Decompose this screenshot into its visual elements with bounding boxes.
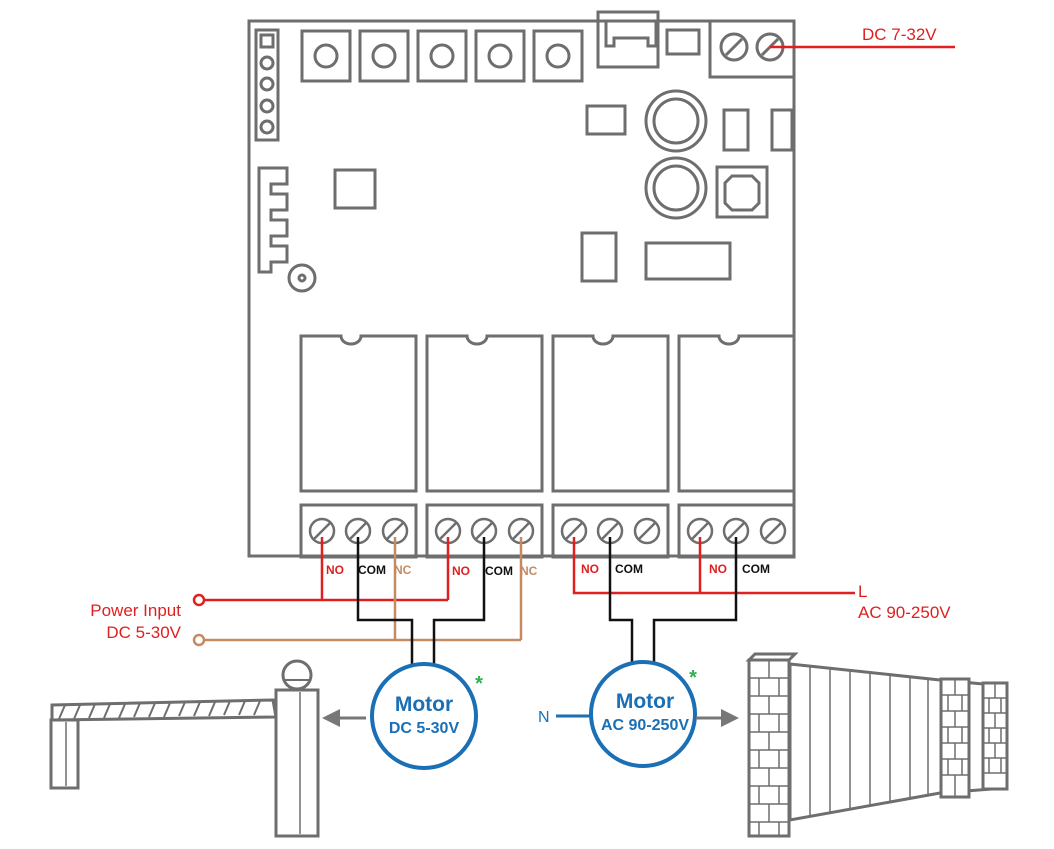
usb-connector (596, 10, 660, 69)
ac-wiring (572, 537, 855, 664)
dc-motor-circle (370, 662, 478, 770)
dc-wiring (200, 537, 523, 664)
com-label-2: COM (485, 564, 513, 578)
nc-label-2: NC (520, 564, 538, 578)
relays (299, 334, 796, 493)
arrow-left (322, 709, 366, 727)
dc-motor-asterisk: * (475, 673, 483, 695)
power-input-label: Power Input (90, 601, 181, 620)
com-label-1: COM (358, 563, 386, 577)
ac-motor-asterisk: * (689, 667, 697, 689)
board-outline (247, 19, 796, 558)
fuse (580, 231, 618, 283)
side-connector (770, 108, 794, 152)
no-label-3: NO (581, 562, 599, 576)
dc-positive-terminal (192, 593, 206, 607)
capacitor-2 (644, 156, 708, 220)
terminal-labels-dc: NO COM NC NO COM NC (326, 563, 538, 578)
ic-module (644, 241, 732, 281)
chip (585, 104, 627, 136)
sliding-gate-illustration (745, 652, 1009, 838)
push-button (715, 165, 769, 219)
terminal-screws (308, 517, 787, 545)
pin-header (254, 28, 280, 142)
top-buttons (300, 29, 584, 83)
relay-board (247, 10, 796, 559)
dc-power-terminal (708, 19, 796, 79)
dc-supply-label: DC 7-32V (862, 25, 937, 44)
ac-motor: Motor AC 90-250V * (589, 660, 697, 768)
nc-label-1: NC (394, 563, 412, 577)
neutral-label: N (538, 709, 550, 726)
small-chip (333, 168, 377, 210)
no-label-2: NO (452, 564, 470, 578)
ac-motor-title: Motor (616, 690, 674, 713)
no-label-1: NO (326, 563, 344, 577)
dc-motor-title: Motor (395, 693, 453, 716)
dc-negative-terminal (192, 633, 206, 647)
terminal-blocks (299, 503, 796, 559)
dc-motor-rating: DC 5-30V (389, 720, 460, 737)
no-label-4: NO (709, 562, 727, 576)
capacitor-1 (644, 89, 708, 153)
power-input-rating: DC 5-30V (106, 623, 181, 642)
com-label-3: COM (615, 562, 643, 576)
antenna (257, 166, 317, 293)
resistor (722, 108, 750, 152)
ac-line-label: L (858, 582, 867, 601)
arrow-right (696, 709, 739, 727)
ac-motor-rating: AC 90-250V (601, 717, 689, 734)
barrier-gate-illustration (49, 659, 320, 838)
com-label-4: COM (742, 562, 770, 576)
smd-component (665, 28, 701, 56)
terminal-labels-ac: NO COM NO COM (581, 562, 770, 576)
ac-line-rating: AC 90-250V (858, 603, 951, 622)
ac-motor-circle (589, 660, 697, 768)
dc-motor: Motor DC 5-30V * (370, 662, 483, 770)
